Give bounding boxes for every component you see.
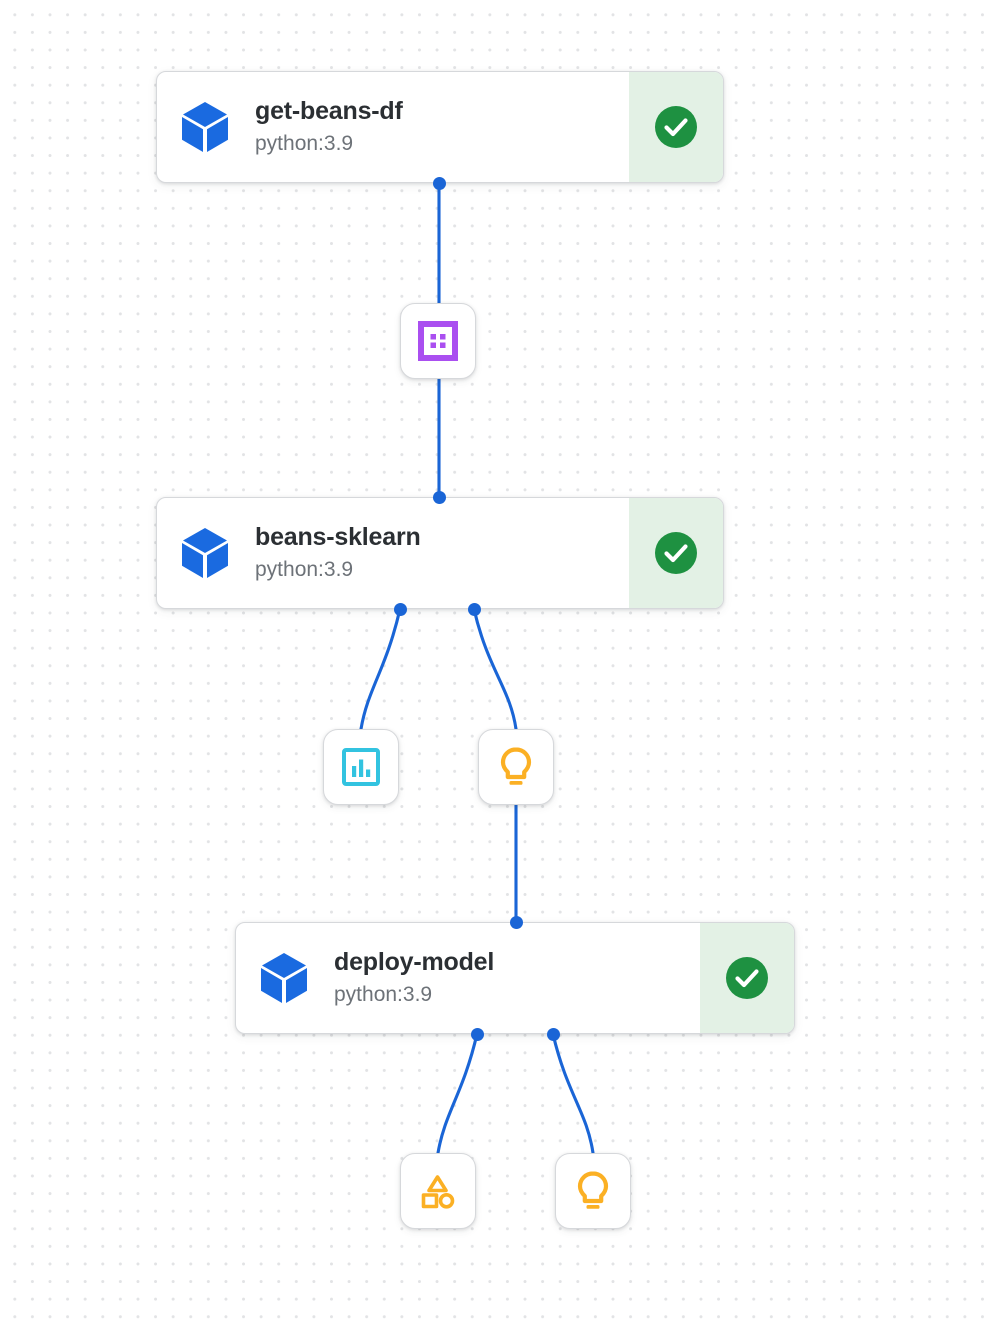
node-icon-cell <box>157 72 253 182</box>
artifact-node-model[interactable] <box>478 729 554 805</box>
status-badge <box>629 72 723 182</box>
status-badge <box>629 498 723 608</box>
check-circle-icon <box>654 105 698 149</box>
artifact-node-endpoint-model[interactable] <box>555 1153 631 1229</box>
port-deploy-model-output-model[interactable] <box>546 1027 560 1041</box>
node-subtitle: python:3.9 <box>255 132 354 156</box>
pipeline-node-get-beans-df[interactable]: get-beans-df python:3.9 <box>156 71 724 183</box>
node-icon-cell <box>236 923 332 1033</box>
port-beans-sklearn-output-metrics[interactable] <box>393 602 407 616</box>
node-text-cell: deploy-model python:3.9 <box>332 923 700 1033</box>
bar-chart-icon <box>341 747 381 787</box>
artifact-node-classification[interactable] <box>400 1153 476 1229</box>
node-icon-cell <box>157 498 253 608</box>
check-circle-icon <box>725 956 769 1000</box>
pipeline-node-deploy-model[interactable]: deploy-model python:3.9 <box>235 922 795 1034</box>
status-badge <box>700 923 794 1033</box>
edge-deploy-to-endpoint-model <box>551 1032 595 1155</box>
port-beans-sklearn-output-model[interactable] <box>467 602 481 616</box>
pipeline-node-beans-sklearn[interactable]: beans-sklearn python:3.9 <box>156 497 724 609</box>
node-text-cell: beans-sklearn python:3.9 <box>253 498 629 608</box>
shapes-icon <box>418 1171 458 1211</box>
edge-deploy-to-classification <box>436 1032 479 1155</box>
check-circle-icon <box>654 531 698 575</box>
port-deploy-model-output-classification[interactable] <box>470 1027 484 1041</box>
node-subtitle: python:3.9 <box>334 983 433 1007</box>
dataset-icon <box>418 321 458 361</box>
node-text-cell: get-beans-df python:3.9 <box>253 72 629 182</box>
port-beans-sklearn-input[interactable] <box>432 490 446 504</box>
node-title: beans-sklearn <box>255 522 421 551</box>
edge-sklearn-to-metrics <box>359 607 402 731</box>
cube-icon <box>180 100 230 154</box>
node-subtitle: python:3.9 <box>255 558 354 582</box>
cube-icon <box>180 526 230 580</box>
lightbulb-icon <box>573 1170 613 1212</box>
port-get-beans-df-output[interactable] <box>432 176 446 190</box>
artifact-node-dataset[interactable] <box>400 303 476 379</box>
port-deploy-model-input[interactable] <box>509 915 523 929</box>
artifact-node-metrics[interactable] <box>323 729 399 805</box>
node-title: deploy-model <box>334 947 495 976</box>
cube-icon <box>259 951 309 1005</box>
lightbulb-icon <box>496 746 536 788</box>
node-title: get-beans-df <box>255 96 403 125</box>
edge-sklearn-to-model <box>472 607 518 731</box>
